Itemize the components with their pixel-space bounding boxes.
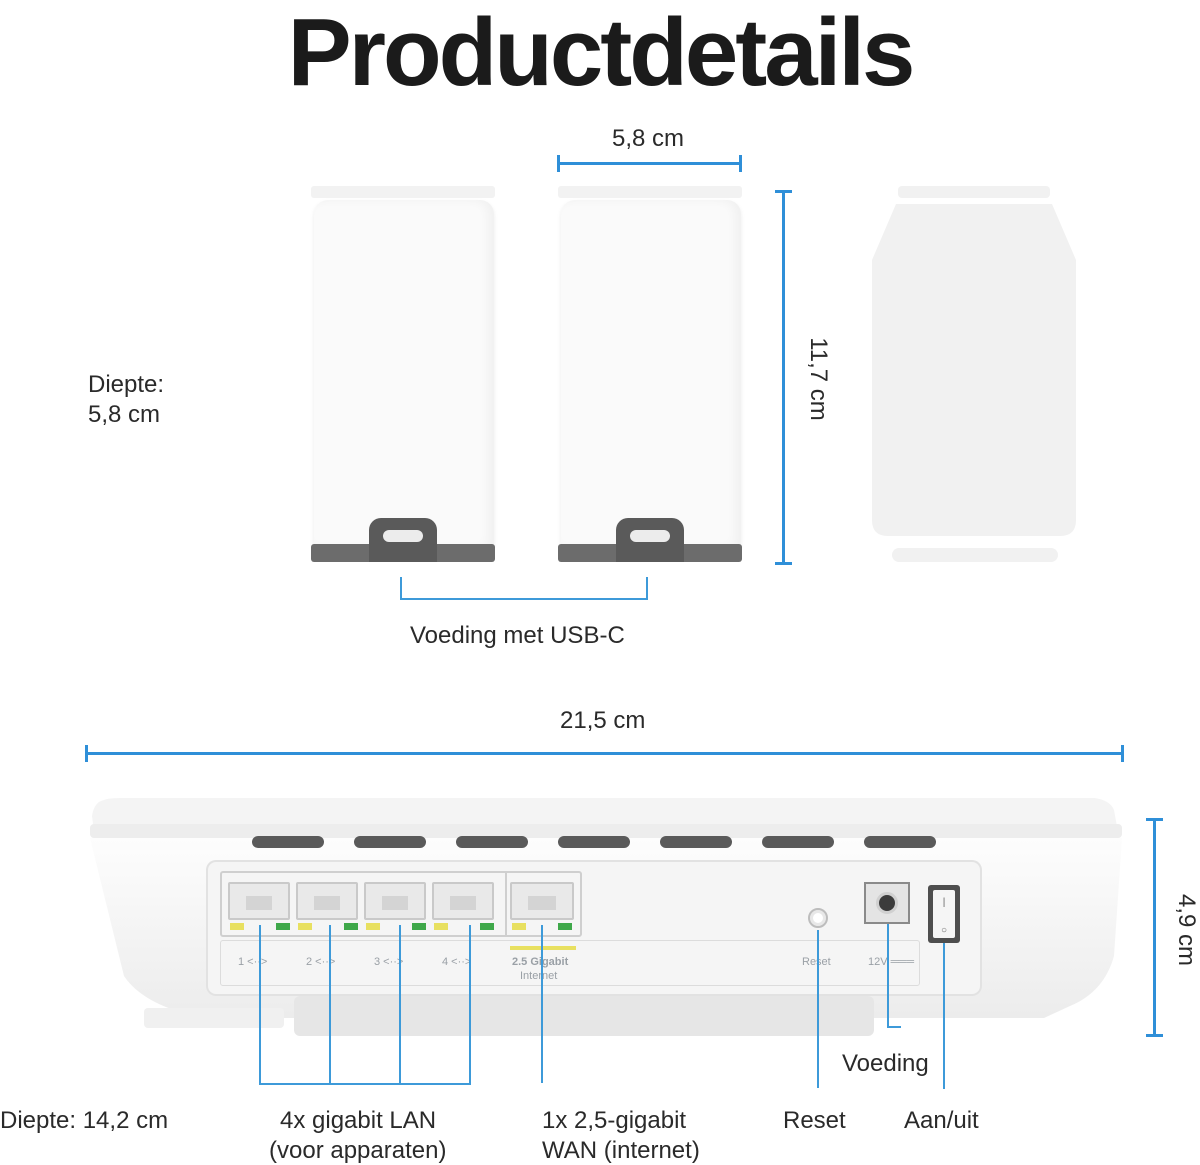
satellite-height-line xyxy=(782,192,785,564)
lan-led xyxy=(230,923,244,930)
satellite-depth-label-line1: Diepte: xyxy=(88,371,165,398)
router-vent xyxy=(864,836,936,848)
router-height-label: 4,9 cm xyxy=(1173,893,1200,967)
lan-port-4-label: 4 <··> xyxy=(442,956,472,968)
usb-label: Voeding met USB-C xyxy=(410,622,625,649)
wan-port-label-line2: Internet xyxy=(520,970,558,982)
power-leader xyxy=(887,924,889,1028)
lan-port-1-label: 1 <··> xyxy=(238,956,268,968)
router-height-tick-bottom xyxy=(1146,1034,1163,1037)
lan-led xyxy=(434,923,448,930)
lan-leader-3 xyxy=(399,925,401,1085)
satellite-2-usbc-port xyxy=(630,530,670,542)
wan-label-line2: WAN (internet) xyxy=(542,1137,700,1164)
lan-led xyxy=(480,923,494,930)
reset-leader xyxy=(817,930,819,1088)
satellite-2-top-cap xyxy=(558,186,742,198)
satellite-height-tick-bottom xyxy=(775,562,792,565)
satellite-height-label: 11,7 cm xyxy=(805,337,832,421)
router-width-label: 21,5 cm xyxy=(560,707,646,734)
lan-leader-bar xyxy=(259,1083,471,1085)
router-vent xyxy=(252,836,324,848)
router-width-tick-left xyxy=(85,745,88,762)
power-switch[interactable]: |○ xyxy=(928,885,960,943)
satellite-width-tick-left xyxy=(557,155,560,172)
wan-highlight-bar xyxy=(510,946,576,950)
usb-bracket-left xyxy=(400,577,402,599)
lan-led xyxy=(412,923,426,930)
page-title: Productdetails xyxy=(287,0,916,106)
reset-label: Reset xyxy=(783,1107,846,1134)
lan-label-line1: 4x gigabit LAN xyxy=(280,1107,437,1134)
dc-port-label: 12V ═══ xyxy=(868,956,915,968)
router-height-tick-top xyxy=(1146,818,1163,821)
router-vent xyxy=(762,836,834,848)
satellite-1-usbc-port xyxy=(383,530,423,542)
reset-button[interactable] xyxy=(808,908,828,928)
lan-port-1[interactable] xyxy=(228,882,290,920)
switch-leader xyxy=(943,943,945,1089)
power-label: Voeding xyxy=(842,1050,929,1077)
wan-label-line1: 1x 2,5-gigabit xyxy=(542,1107,687,1134)
lan-port-3-label: 3 <··> xyxy=(374,956,404,968)
wan-port-label-line1: 2.5 Gigabit xyxy=(512,956,569,968)
lan-label-line2: (voor apparaten) xyxy=(269,1137,447,1164)
lan-led xyxy=(366,923,380,930)
switch-label: Aan/uit xyxy=(904,1107,979,1134)
satellite-2 xyxy=(561,200,741,548)
router-depth-label: Diepte: 14,2 cm xyxy=(0,1107,169,1134)
wan-led xyxy=(558,923,572,930)
satellite-1 xyxy=(314,200,494,548)
lan-led xyxy=(276,923,290,930)
wan-leader xyxy=(541,925,543,1083)
lan-port-3[interactable] xyxy=(364,882,426,920)
lan-leader-4 xyxy=(469,925,471,1085)
port-group-divider xyxy=(505,871,507,937)
router-width-tick-right xyxy=(1121,745,1124,762)
satellite-width-tick-right xyxy=(739,155,742,172)
lan-led xyxy=(298,923,312,930)
lan-leader-2 xyxy=(329,925,331,1085)
lan-port-4[interactable] xyxy=(432,882,494,920)
lan-leader-1 xyxy=(259,925,261,1085)
lan-led xyxy=(344,923,358,930)
satellite-depth-label-line2: 5,8 cm xyxy=(88,401,161,428)
router-vent xyxy=(558,836,630,848)
usb-bracket-right xyxy=(646,577,648,599)
port-label-strip xyxy=(220,940,920,986)
lan-port-2[interactable] xyxy=(296,882,358,920)
satellite-1-top-cap xyxy=(311,186,495,198)
router-vent xyxy=(456,836,528,848)
wan-led xyxy=(512,923,526,930)
satellite-width-label: 5,8 cm xyxy=(612,125,685,152)
soda-can-icon xyxy=(872,186,1076,562)
port-group-frame xyxy=(220,871,582,937)
dc-power-jack[interactable] xyxy=(864,882,910,924)
router-vent xyxy=(354,836,426,848)
router-width-line xyxy=(86,752,1124,755)
router-height-line xyxy=(1153,820,1156,1036)
usb-bracket-bottom xyxy=(400,598,648,600)
router-vent xyxy=(660,836,732,848)
reset-port-label: Reset xyxy=(802,956,831,968)
lan-port-2-label: 2 <··> xyxy=(306,956,336,968)
wan-port[interactable] xyxy=(510,882,574,920)
power-leader-elbow xyxy=(887,1026,901,1028)
satellite-width-line xyxy=(558,162,742,165)
satellite-height-tick-top xyxy=(775,190,792,193)
